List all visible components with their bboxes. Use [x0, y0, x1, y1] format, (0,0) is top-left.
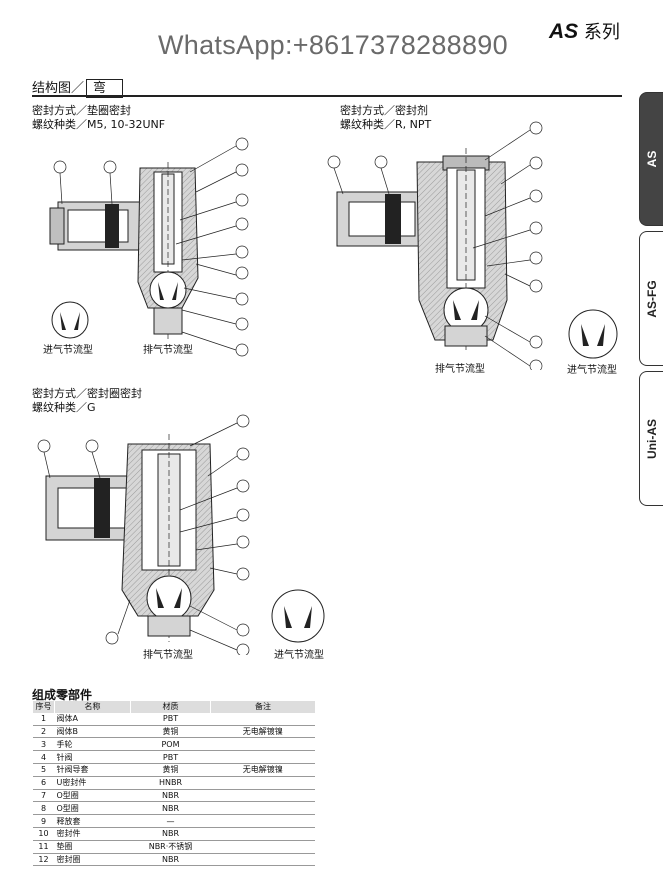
section-title-text: 结构图／ [32, 81, 85, 96]
table-cell: NBR [161, 854, 180, 864]
table-cell: 6 [40, 778, 47, 788]
table-cell: 针阀 [56, 752, 73, 762]
table-cell: 垫圈 [56, 842, 73, 852]
table-cell [211, 827, 316, 840]
table-cell [211, 853, 316, 866]
header-name: 名称 [54, 701, 131, 713]
diagram3-thread: 螺纹种类／G [32, 401, 96, 414]
diagram1-caption: 密封方式／垫圈密封 螺纹种类／M5, 10-32UNF [32, 104, 165, 132]
header-no: 序号 [32, 701, 55, 713]
diagram2-seal: 密封方式／密封剂 [340, 104, 428, 117]
diagram1-drawing [49, 137, 249, 357]
table-cell: 2 [40, 726, 47, 736]
section-divider [32, 95, 622, 97]
table-cell: O型圈 [56, 803, 79, 813]
table-row: 11 垫圈 NBR·不锈钢 [32, 840, 316, 854]
table-cell: 阀体A [56, 714, 78, 724]
diagram3-label-exhaust: 排气节流型 [143, 650, 193, 661]
diagram3-caption: 密封方式／密封圈密封 螺纹种类／G [32, 387, 142, 415]
table-cell: PBT [162, 752, 179, 762]
table-cell: O型圈 [56, 790, 79, 800]
table-cell: 释放套 [56, 816, 81, 826]
diagram3-label-inlet: 进气节流型 [274, 650, 324, 661]
diagram1-thread: 螺纹种类／M5, 10-32UNF [32, 118, 166, 131]
table-row: 9 释放套 — [32, 815, 316, 828]
diagram1-seal: 密封方式／垫圈密封 [32, 104, 131, 117]
table-row: 8 O型圈 NBR [32, 802, 316, 815]
parts-title: 组成零部件 [32, 688, 93, 702]
table-cell [211, 751, 316, 764]
table-cell [211, 802, 316, 815]
diagram2-label-inlet: 进气节流型 [567, 365, 617, 376]
table-row: 6 U密封件 HNBR [32, 776, 316, 790]
table-cell: POM [161, 739, 180, 749]
table-cell [211, 815, 316, 828]
tab-as-fg[interactable]: AS-FG [639, 231, 663, 366]
table-row: 3 手轮 POM [32, 738, 316, 751]
header-note: 备注 [210, 701, 315, 713]
table-row: 1 阀体A PBT [32, 713, 316, 726]
table-row: 5 针阀导套 黄铜 无电解镀镍 [32, 763, 315, 777]
table-cell: 黄铜 [162, 726, 179, 736]
table-cell: 12 [38, 854, 49, 864]
section-title-box: 弯 [86, 79, 124, 98]
table-row: 2 阀体B 黄铜 无电解镀镍 [32, 725, 315, 738]
table-row: 4 针阀 PBT [32, 751, 316, 764]
series-suffix: 系列 [583, 22, 620, 43]
table-cell: NBR [161, 803, 180, 813]
table-cell: NBR [161, 829, 180, 839]
series-code: AS [549, 20, 579, 43]
diagram2-drawing [327, 121, 618, 370]
table-cell: 黄铜 [162, 765, 179, 775]
watermark-text: WhatsApp:+8617378288890 [158, 30, 508, 60]
table-cell: 阀体B [56, 726, 79, 736]
table-cell: 密封件 [56, 829, 81, 839]
table-cell: PBT [162, 714, 179, 724]
table-cell: 密封圈 [56, 854, 81, 864]
table-cell: HNBR [158, 778, 183, 788]
table-cell: 9 [40, 816, 47, 826]
diagram2-caption: 密封方式／密封剂 螺纹种类／R, NPT [340, 104, 431, 132]
parts-header-row: 序号 名称 材质 备注 [32, 701, 315, 713]
tab-as[interactable]: AS [639, 92, 663, 226]
tab-uni-as[interactable]: Uni-AS [639, 371, 663, 506]
table-cell: 无电解镀镍 [242, 765, 283, 775]
diagram3-drawing [37, 414, 325, 655]
table-cell: 7 [40, 790, 47, 800]
table-row: 7 O型圈 NBR [32, 789, 316, 802]
table-cell: 8 [40, 803, 47, 813]
section-title: 结构图／弯 [32, 77, 124, 98]
diagram2-thread: 螺纹种类／R, NPT [340, 118, 432, 131]
table-cell: 手轮 [56, 739, 73, 749]
series-title: AS 系列 [549, 18, 620, 44]
diagram2-label-exhaust: 排气节流型 [435, 364, 485, 375]
table-cell: 10 [38, 829, 49, 839]
table-cell: U密封件 [56, 778, 87, 788]
table-row: 12 密封圈 NBR [32, 853, 316, 866]
table-cell [211, 713, 316, 725]
table-row: 10 密封件 NBR [32, 827, 316, 841]
table-cell [211, 840, 316, 853]
diagram1-label-inlet: 进气节流型 [43, 345, 93, 356]
table-cell [211, 738, 316, 751]
table-cell: 5 [40, 765, 47, 775]
table-cell: 11 [38, 842, 49, 852]
diagram1-label-exhaust: 排气节流型 [143, 345, 193, 356]
table-cell: NBR·不锈钢 [148, 842, 193, 852]
table-cell [211, 789, 316, 802]
table-cell: NBR [161, 790, 180, 800]
table-cell: — [166, 816, 175, 826]
table-cell: 无电解镀镍 [242, 726, 283, 736]
diagram3-seal: 密封方式／密封圈密封 [32, 387, 142, 400]
table-cell: 针阀导套 [56, 765, 89, 775]
table-cell: 1 [40, 714, 47, 724]
table-cell: 4 [40, 752, 47, 762]
table-cell [211, 776, 316, 789]
header-material: 材质 [130, 701, 211, 713]
table-cell: 3 [40, 739, 47, 749]
